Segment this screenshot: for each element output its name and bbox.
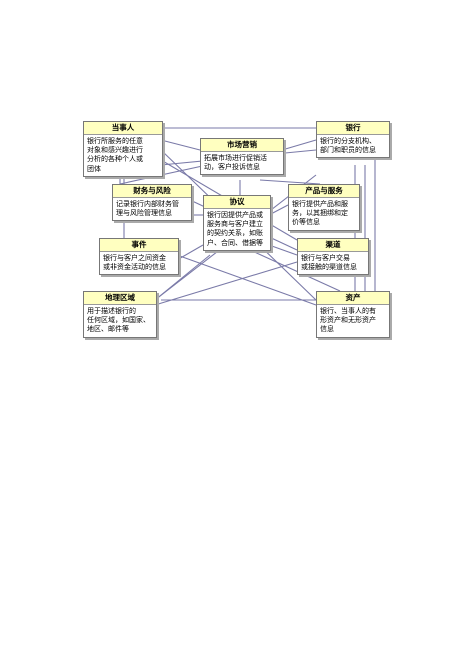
entity-location: 地理区域 用于描述银行的 任何区域，如国家、 地区、邮件等 <box>83 291 157 338</box>
entity-market: 市场营销 拓展市场进行促销活 动，客户投诉信息 <box>200 138 284 176</box>
entity-bank-title: 银行 <box>317 122 389 135</box>
entity-asset: 资产 银行、当事人的有 形资产和无形资产 信息 <box>316 291 390 338</box>
entity-event: 事件 银行与客户之间资金 或非资金活动的信息 <box>99 238 179 276</box>
entity-party: 当事人 银行所服务的任意 对象和感兴趣进行 分析的各种个人或 团体 <box>83 121 163 177</box>
connection-line <box>154 261 298 306</box>
connection-line <box>268 244 298 256</box>
entity-party-title: 当事人 <box>84 122 162 135</box>
entity-channel: 渠道 银行与客户交易 或接触的渠道信息 <box>297 238 369 276</box>
entity-asset-desc: 银行、当事人的有 形资产和无形资产 信息 <box>320 306 376 334</box>
entity-party-desc: 银行所服务的任意 对象和感兴趣进行 分析的各种个人或 团体 <box>87 136 143 173</box>
entity-channel-desc: 银行与客户交易 或接触的渠道信息 <box>301 253 357 272</box>
connection-line <box>160 139 201 151</box>
entity-event-title: 事件 <box>100 239 178 252</box>
entity-asset-title: 资产 <box>317 292 389 305</box>
connection-line <box>176 244 204 261</box>
entity-finance-desc: 记录银行内部财务管 理与风险管理信息 <box>116 199 179 218</box>
connection-line <box>154 254 211 301</box>
entity-agreement-desc: 银行因提供产品或 服务商与客户建立 的契约关系，如账 户、合同、借据等 <box>207 210 263 247</box>
entity-bank: 银行 银行的分支机构、 部门和职员的信息 <box>316 121 390 159</box>
entity-bank-desc: 银行的分支机构、 部门和职员的信息 <box>320 136 376 155</box>
entity-market-desc: 拓展市场进行促销活 动，客户投诉信息 <box>204 153 267 172</box>
connection-line <box>259 179 321 185</box>
entity-agreement: 协议 银行因提供产品或 服务商与客户建立 的契约关系，如账 户、合同、借据等 <box>203 195 271 251</box>
entity-product-desc: 银行提供产品和服 务，以其捆绑和定 价等信息 <box>292 199 348 227</box>
entity-agreement-title: 协议 <box>204 196 270 209</box>
entity-location-desc: 用于描述银行的 任何区域，如国家、 地区、邮件等 <box>87 306 150 334</box>
entity-location-title: 地理区域 <box>84 292 156 305</box>
entity-market-title: 市场营销 <box>201 139 283 152</box>
entity-finance-title: 财务与风险 <box>113 185 191 198</box>
entity-finance: 财务与风险 记录银行内部财务管 理与风险管理信息 <box>112 184 192 222</box>
entity-product: 产品与服务 银行提供产品和服 务，以其捆绑和定 价等信息 <box>288 184 360 231</box>
connection-line <box>281 139 317 151</box>
entity-channel-title: 渠道 <box>298 239 368 252</box>
connection-line <box>268 204 289 216</box>
connection-line <box>249 249 341 292</box>
entity-product-title: 产品与服务 <box>289 185 359 198</box>
entity-event-desc: 银行与客户之间资金 或非资金活动的信息 <box>103 253 166 272</box>
